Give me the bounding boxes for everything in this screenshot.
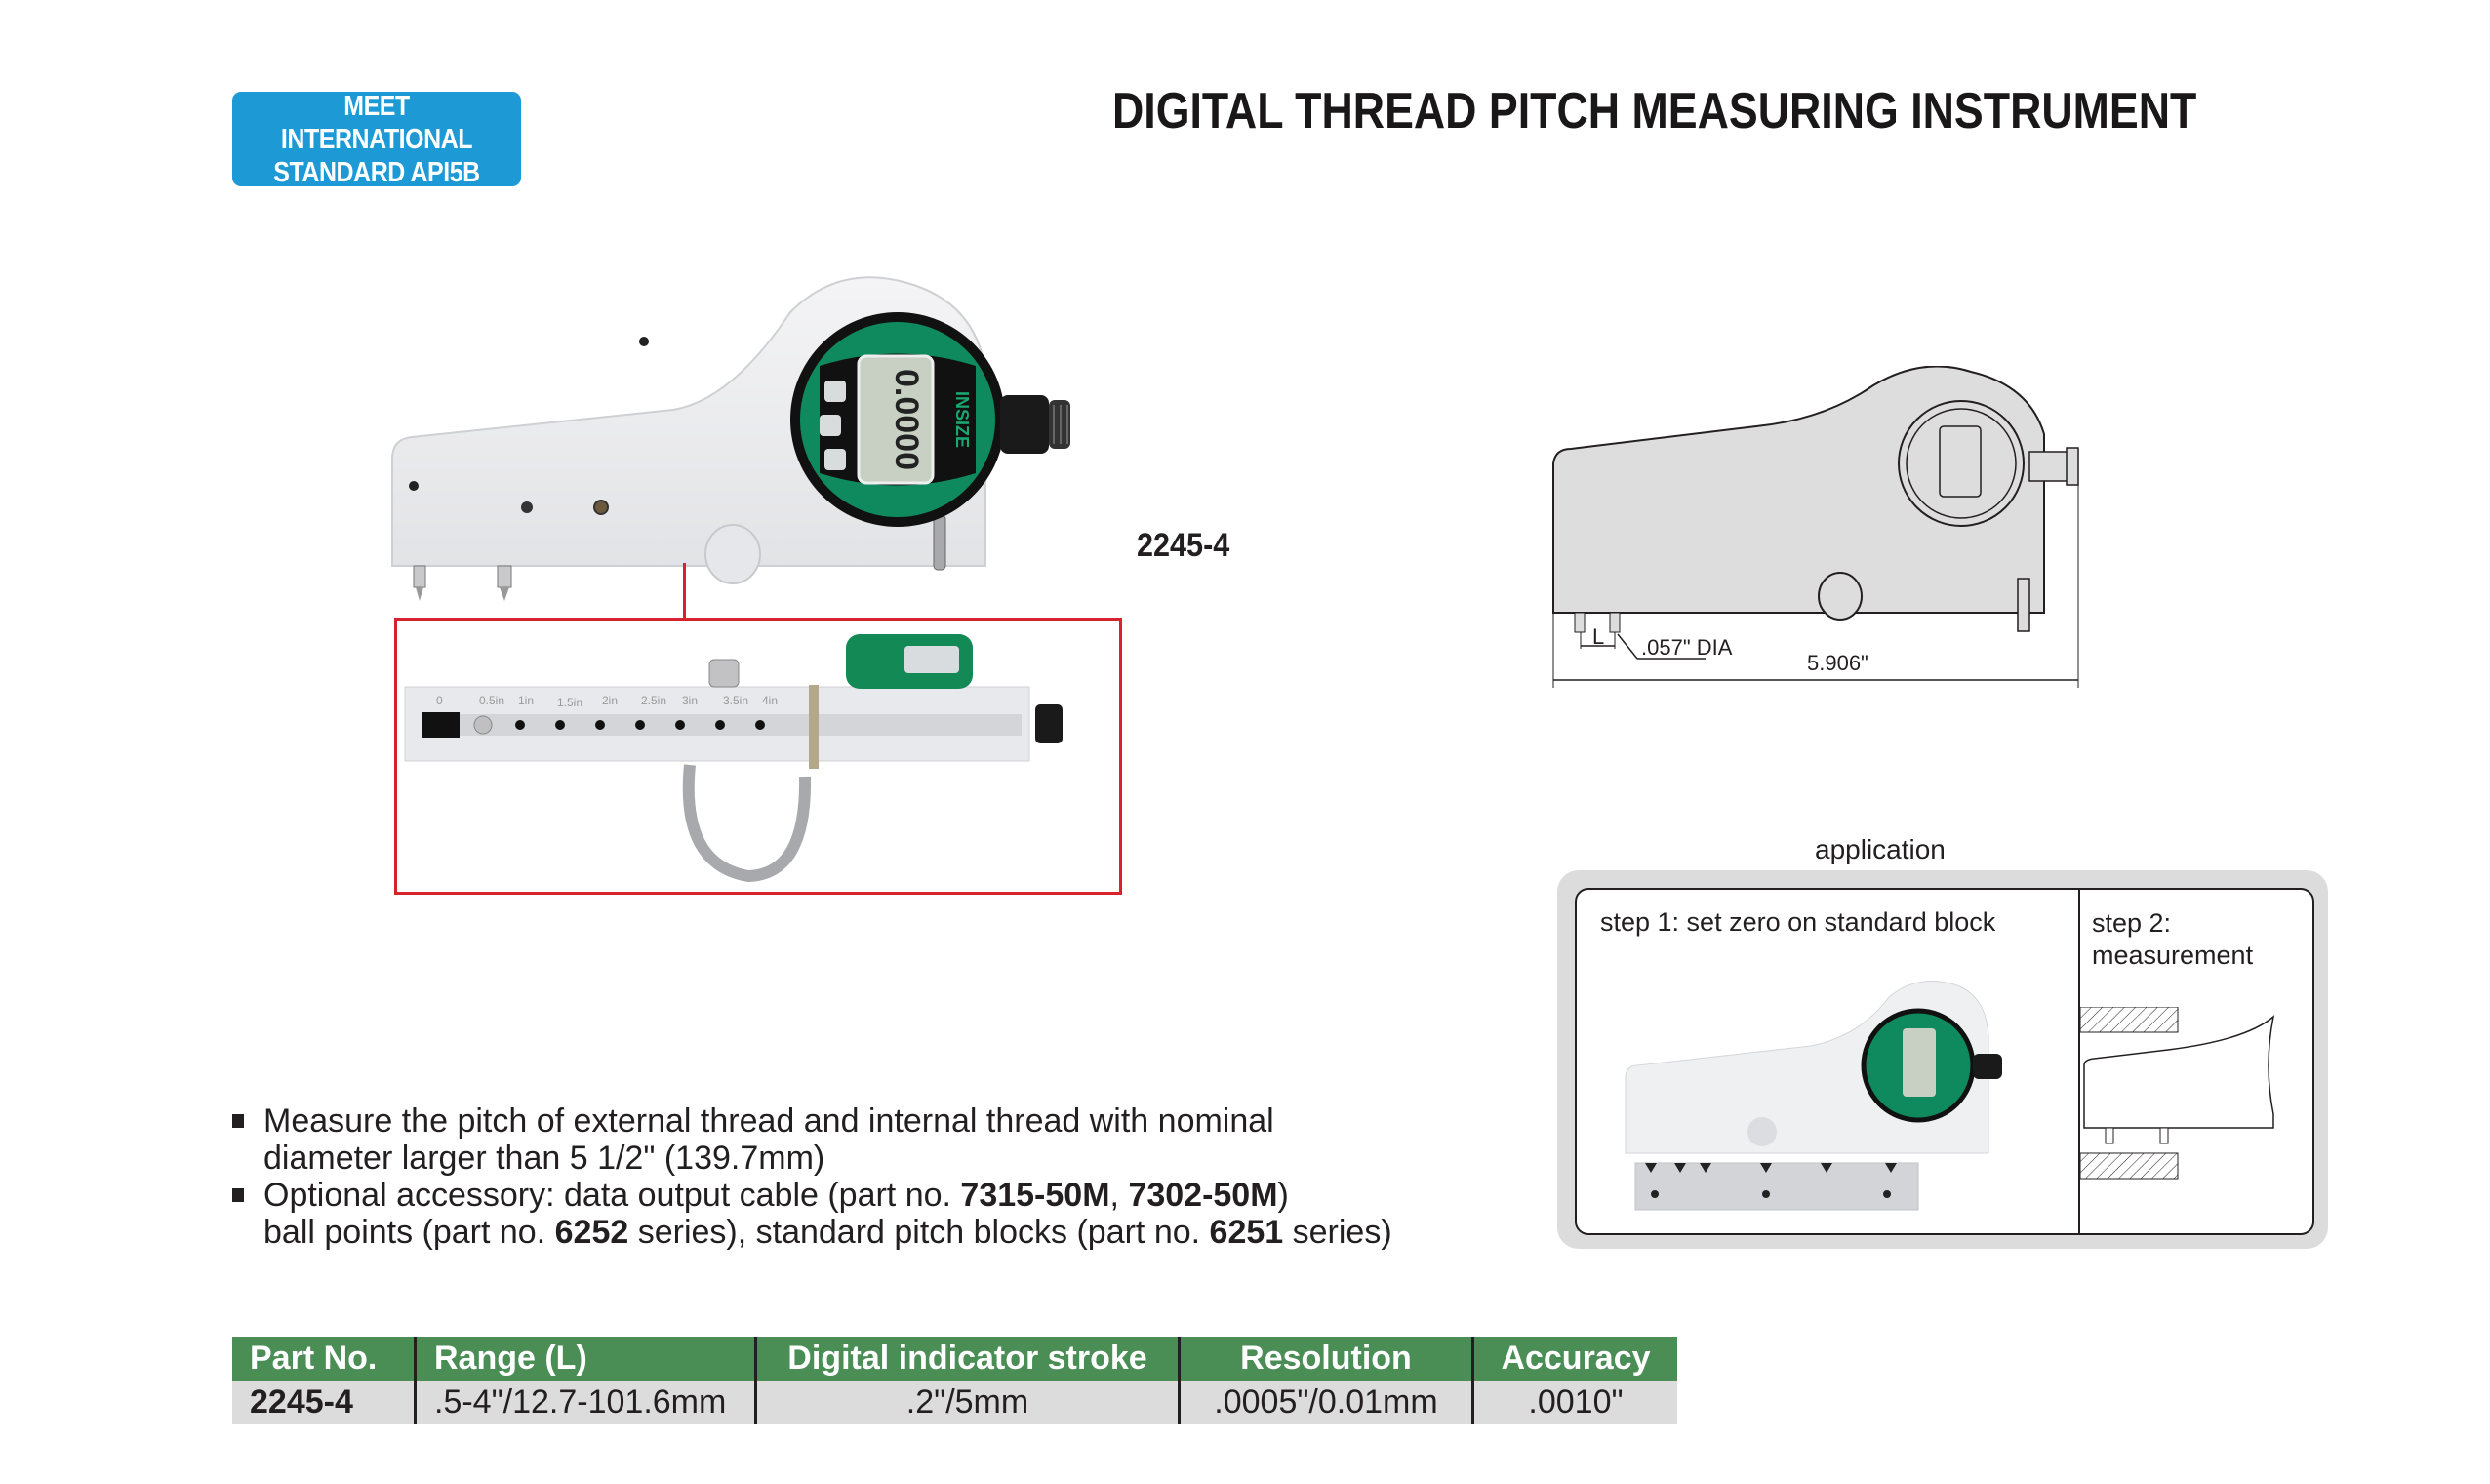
lcd-display: [857, 354, 935, 485]
table-row: 2245-4 .5-4"/12.7-101.6mm .2"/5mm .0005"…: [232, 1381, 1677, 1424]
brand-logo: INSIZE: [952, 391, 972, 448]
col-accuracy: Accuracy: [1471, 1337, 1677, 1381]
text: ,: [1109, 1177, 1129, 1214]
standard-badge: MEET INTERNATIONAL STANDARD API5B: [232, 90, 521, 188]
step-2-label: step 2: measurement: [2092, 907, 2253, 972]
inset-bottom-view: 0 0.5in 1in 1.5in 2in 2.5in 3in 3.5in 4i…: [404, 634, 1063, 883]
range-label: L: [1592, 624, 1604, 649]
gauge-outline: [2083, 1015, 2275, 1129]
part-number: 7315-50M: [960, 1177, 1110, 1214]
model-number: 2245-4: [1137, 527, 1230, 564]
text: Optional accessory: data output cable (p…: [263, 1177, 961, 1214]
scale-label: 1.5in: [557, 696, 582, 709]
length-label: 5.906": [1807, 651, 1868, 675]
scale-holes: [515, 720, 765, 730]
scale-label: 4in: [762, 694, 778, 707]
page-title: DIGITAL THREAD PITCH MEASURING INSTRUMEN…: [1112, 83, 2197, 140]
spec-table: Part No. Range (L) Digital indicator str…: [232, 1337, 1677, 1424]
scale-label: 3.5in: [723, 694, 748, 707]
feature-item: Optional accessory: data output cable (p…: [230, 1177, 1499, 1251]
output-connector: [1035, 704, 1063, 743]
scale-label: 2.5in: [641, 694, 666, 707]
scale-label: 2in: [602, 694, 618, 707]
bullet-icon: [232, 1188, 244, 1202]
scale-label: 0: [436, 694, 443, 707]
drawing-knob: [1818, 572, 1863, 621]
scale-label: 3in: [682, 694, 698, 707]
cell-range: .5-4"/12.7-101.6mm: [414, 1381, 756, 1424]
feature-line: diameter larger than 5 1/2" (139.7mm): [263, 1140, 825, 1177]
movable-point: [473, 715, 493, 735]
step-2-illustration: [2080, 1007, 2275, 1180]
step-2-desc: measurement: [2092, 941, 2254, 970]
step-2-title: step 2:: [2092, 908, 2172, 938]
screw-icon: [639, 337, 649, 346]
abs-button: [820, 415, 841, 436]
cell-accuracy: .0010": [1471, 1381, 1677, 1424]
application-heading: application: [1815, 834, 1946, 864]
text: series), standard pitch blocks (part no.: [628, 1214, 1210, 1251]
cell-stroke: .2"/5mm: [754, 1381, 1180, 1424]
clamp-lever: [809, 685, 819, 769]
feature-list: Measure the pitch of external thread and…: [230, 1103, 1499, 1251]
thread-wall-top: [2080, 1007, 2179, 1033]
part-number: 6252: [554, 1214, 629, 1251]
inch-mm-button: [824, 381, 846, 402]
detail-leader-line: [683, 563, 686, 620]
part-number: 7302-50M: [1128, 1177, 1278, 1214]
feature-line: ball points (part no. 6252 series), stan…: [263, 1214, 1499, 1251]
contact-point-fixed: [413, 565, 426, 601]
finger-ring: [682, 764, 812, 883]
clamp-screw: [933, 514, 946, 571]
product-photo: 0.0000 INSIZE: [391, 276, 1070, 601]
col-stroke: Digital indicator stroke: [754, 1337, 1180, 1381]
cell-part-no: 2245-4: [232, 1381, 416, 1424]
scale-label: 1in: [518, 694, 534, 707]
digital-indicator: 0.0000 INSIZE: [790, 312, 1005, 527]
application-steps: step 1: set zero on standard block step …: [1575, 888, 2314, 1235]
feature-line: Measure the pitch of external thread and…: [263, 1103, 1274, 1140]
badge-line-2: STANDARD API5B: [273, 156, 480, 188]
output-connector: [1000, 395, 1070, 454]
lcd-reading: 0.0000: [888, 369, 925, 470]
step-1-label: step 1: set zero on standard block: [1600, 907, 1996, 937]
step-divider: [2078, 890, 2080, 1233]
zero-button: [824, 449, 846, 470]
thread-wall-bottom: [2080, 1152, 2179, 1180]
screw-icon: [593, 500, 609, 515]
text: ball points (part no.: [263, 1214, 555, 1251]
feature-item: Measure the pitch of external thread and…: [230, 1103, 1499, 1177]
step-1-illustration: [1625, 981, 2002, 1211]
scale-label: 0.5in: [479, 694, 504, 707]
badge-line-1: MEET INTERNATIONAL: [280, 90, 473, 155]
drawing-lcd: [1939, 425, 1982, 498]
bullet-icon: [232, 1114, 244, 1128]
dimension-drawing: L .057" DIA 5.906": [1552, 366, 2079, 688]
text: ): [1277, 1177, 1289, 1214]
col-range: Range (L): [414, 1337, 756, 1381]
tip-diameter-label: .057" DIA: [1641, 635, 1733, 660]
fixed-point-holder: [422, 712, 460, 738]
scale-labels: 0 0.5in 1in 1.5in 2in 2.5in 3in 3.5in 4i…: [436, 694, 778, 709]
thumb-screw: [708, 659, 740, 688]
detail-inset: 0 0.5in 1in 1.5in 2in 2.5in 3in 3.5in 4i…: [394, 618, 1122, 895]
standard-pitch-block: [1634, 1162, 1919, 1211]
contact-point-movable: [497, 565, 512, 601]
part-number: 6251: [1209, 1214, 1284, 1251]
screw-icon: [409, 481, 419, 491]
text: series): [1283, 1214, 1392, 1251]
lift-knob: [704, 524, 761, 584]
col-part-no: Part No.: [232, 1337, 416, 1381]
col-resolution: Resolution: [1178, 1337, 1473, 1381]
feature-line: Optional accessory: data output cable (p…: [263, 1177, 1499, 1214]
screw-icon: [521, 501, 533, 513]
table-header-row: Part No. Range (L) Digital indicator str…: [232, 1337, 1677, 1381]
cell-resolution: .0005"/0.01mm: [1178, 1381, 1473, 1424]
